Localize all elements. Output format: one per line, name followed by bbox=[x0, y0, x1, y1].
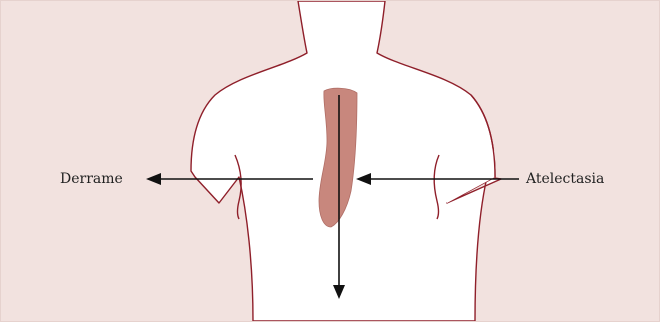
label-atelectasia: Atelectasia bbox=[526, 172, 604, 186]
arrow-left-head bbox=[146, 173, 161, 185]
label-derrame: Derrame bbox=[60, 172, 123, 186]
